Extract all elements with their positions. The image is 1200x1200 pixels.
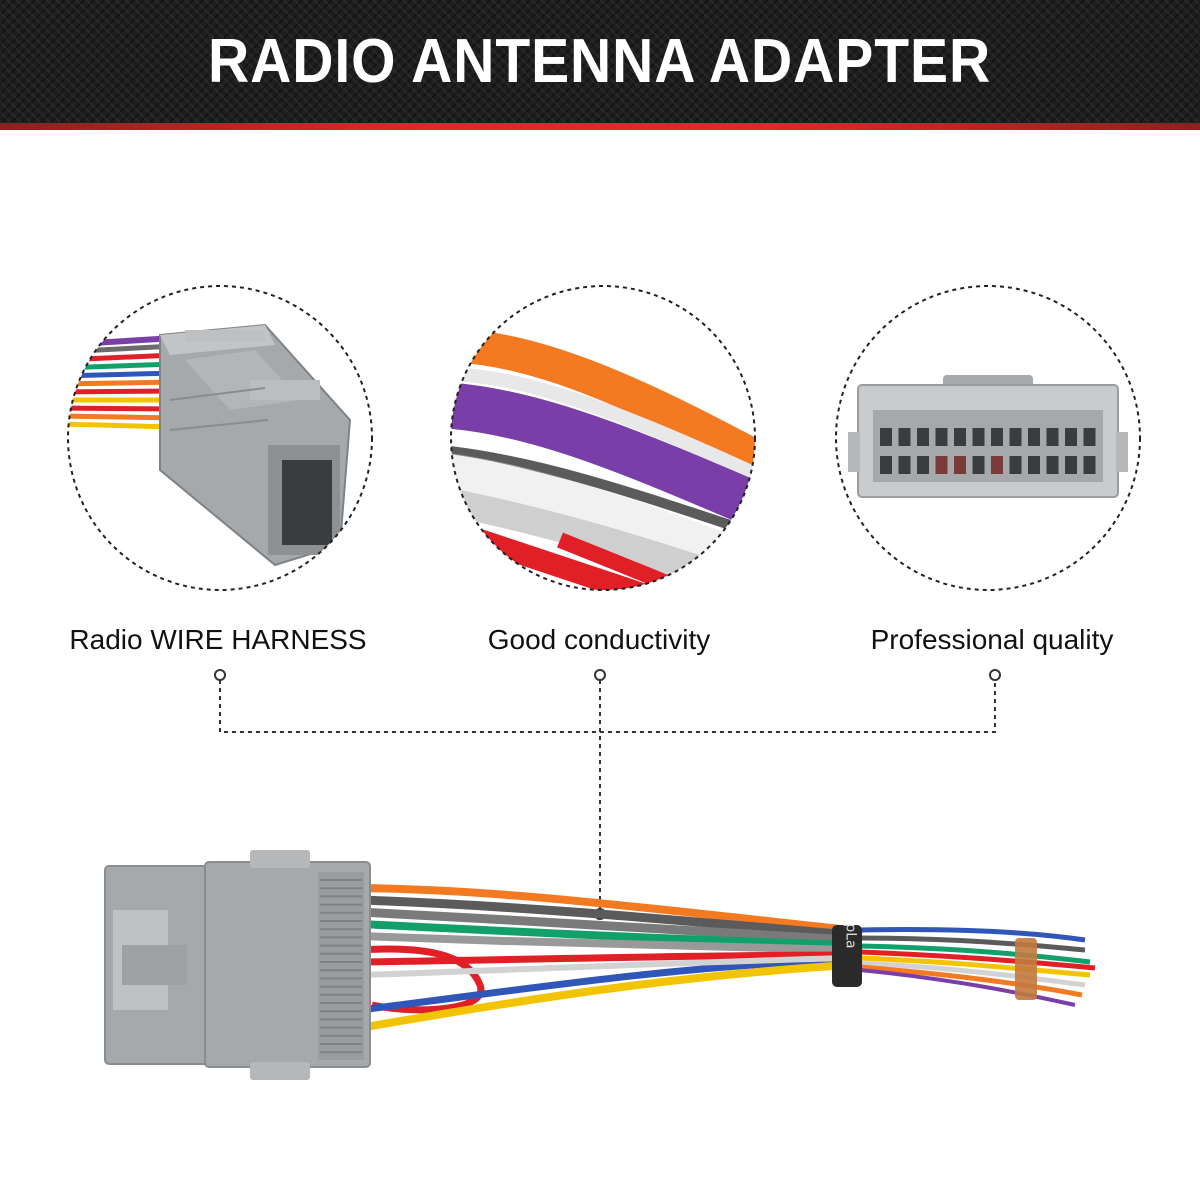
feature-label-quality: Professional quality (870, 624, 1114, 655)
connector-pin (880, 456, 892, 474)
sleeve-brand-mark: pLa (842, 923, 859, 949)
connector-pin (917, 456, 929, 474)
connector-pin (991, 428, 1003, 446)
feature-label-wire-harness: Radio WIRE HARNESS (69, 624, 367, 655)
page-title: RADIO ANTENNA ADAPTER (208, 27, 992, 96)
connector-pin (1046, 428, 1059, 446)
wire-harness-closeup-icon (67, 285, 373, 591)
connector-pin (1065, 456, 1077, 474)
connector-pin (954, 456, 966, 474)
connector-pin (1009, 456, 1022, 474)
wire-bundle-closeup-icon (450, 285, 756, 591)
connector-pin (935, 456, 948, 474)
connector-pin (972, 428, 985, 446)
connector-face-closeup-icon (835, 285, 1141, 591)
connector-pin (935, 428, 948, 446)
connector-pin (880, 428, 892, 446)
connector-pin (898, 456, 911, 474)
header-banner: RADIO ANTENNA ADAPTER (0, 0, 1200, 123)
connector-pin (954, 428, 966, 446)
harness-product-image (104, 850, 1096, 1080)
connector-pin (972, 456, 985, 474)
connector-pin (917, 428, 929, 446)
connector-pin (1065, 428, 1077, 446)
connector-pin (1083, 428, 1096, 446)
header-accent-stripe (0, 123, 1200, 130)
callout-lines (219, 680, 996, 910)
connector-pin (1083, 456, 1096, 474)
connector-pin (1046, 456, 1059, 474)
connector-pin (898, 428, 911, 446)
connector-pin (1028, 428, 1040, 446)
connector-pin (1028, 456, 1040, 474)
connector-pin (991, 456, 1003, 474)
connector-pin (1009, 428, 1022, 446)
feature-label-conductivity: Good conductivity (487, 624, 711, 655)
